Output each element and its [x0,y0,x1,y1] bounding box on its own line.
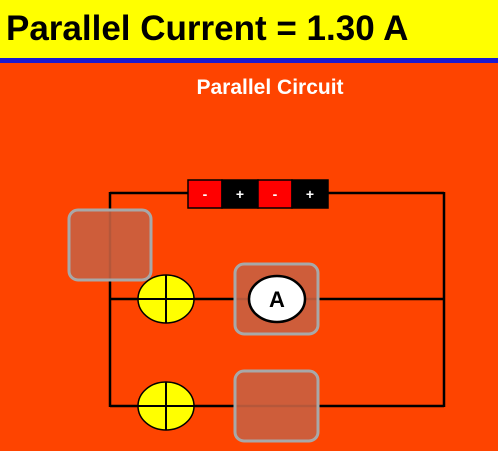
circuit-title: Parallel Circuit [196,76,344,99]
light-bulb-1[interactable] [137,274,195,324]
header-divider [0,58,498,63]
component-slot-branch-2[interactable] [233,369,320,443]
cell-positive-label: + [236,186,244,202]
ammeter-dial [247,274,307,324]
light-bulb-2[interactable] [137,381,195,431]
cell-positive-label: + [306,186,314,202]
header-bar: Parallel Current = 1.30 A [0,0,498,58]
ammeter-label: A [269,287,285,312]
parallel-current-readout: Parallel Current = 1.30 A [6,9,409,48]
cell-negative-label: - [203,186,208,202]
battery[interactable]: - + - + [187,179,329,209]
ammeter[interactable]: A [247,274,307,324]
battery-cell[interactable]: - + [187,179,259,209]
cell-positive-terminal [291,179,329,209]
component-slot-top-left[interactable] [67,208,153,282]
battery-cell[interactable]: - + [257,179,329,209]
cell-negative-label: - [273,186,278,202]
